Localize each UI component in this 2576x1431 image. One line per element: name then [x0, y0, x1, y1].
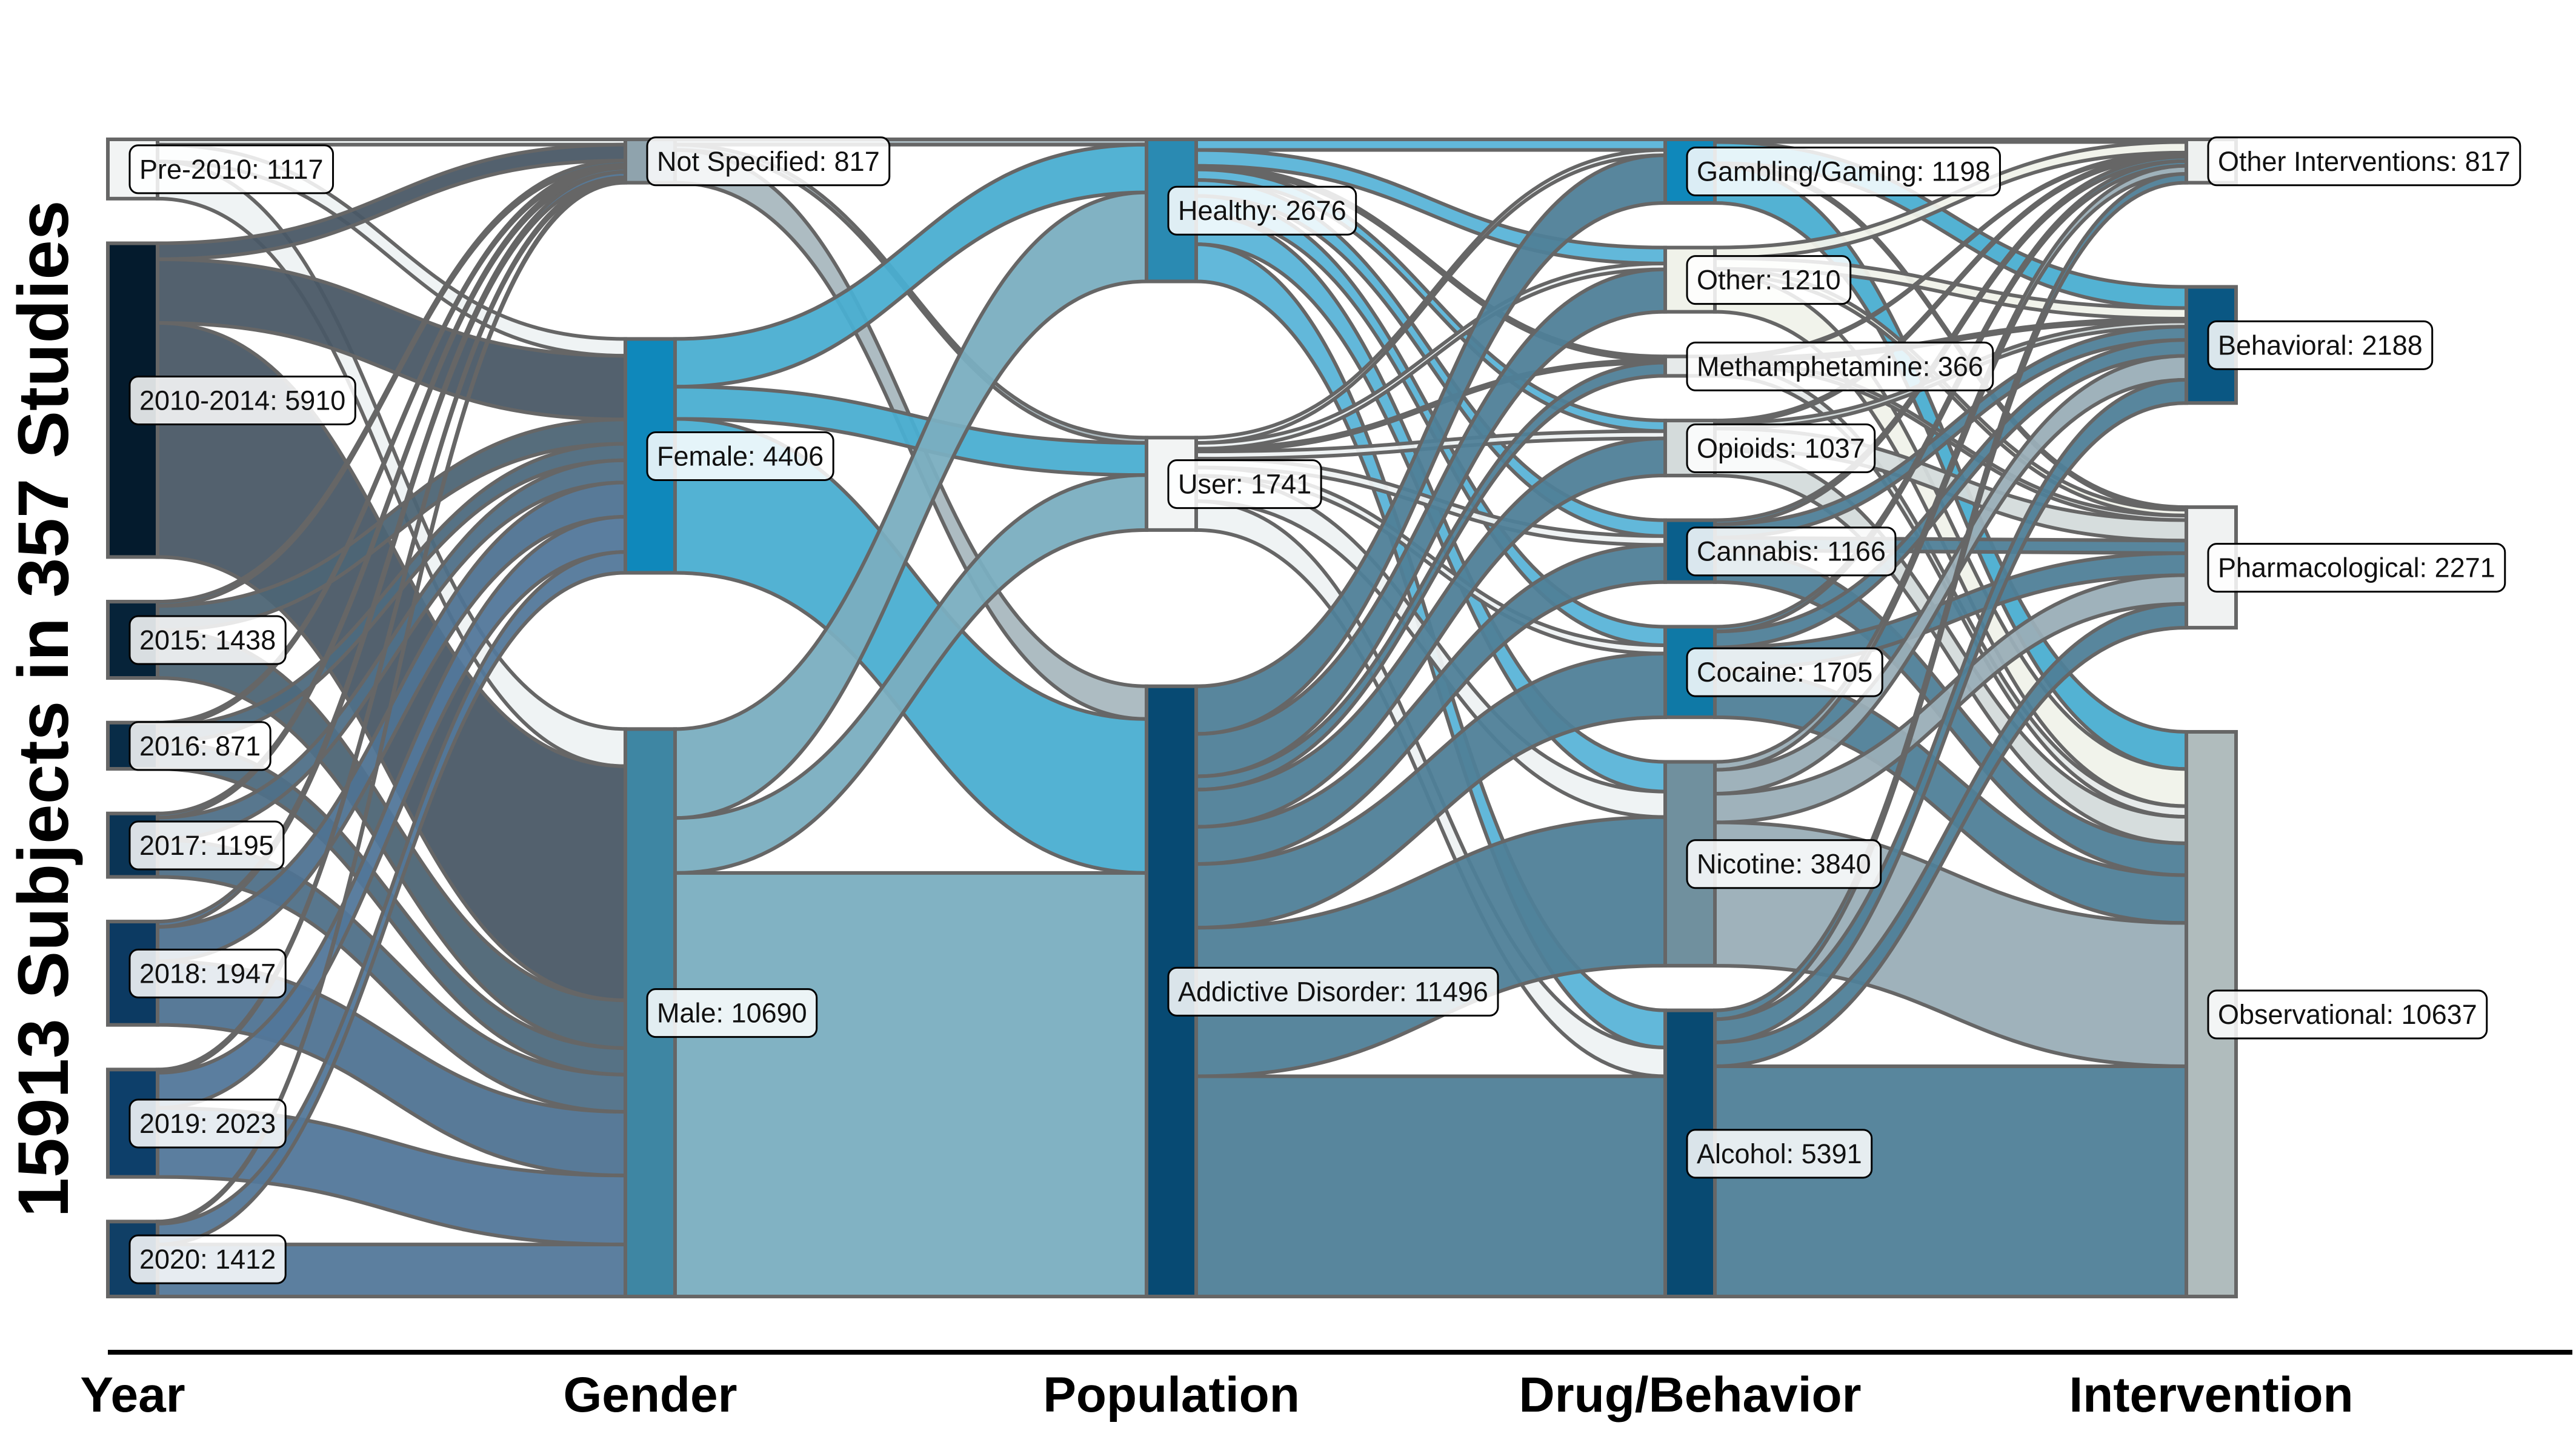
- node-label-box: [646, 136, 891, 187]
- node-label-box: [1686, 647, 1883, 697]
- node-label-male: Male: 10690: [646, 988, 818, 1038]
- node-label-text: Female: 4406: [657, 440, 824, 471]
- node-label-box: [646, 988, 818, 1038]
- node-label-2010-2014: 2010-2014: 5910: [128, 375, 356, 425]
- node-label-observational: Observational: 10637: [2207, 989, 2488, 1040]
- node-label-text: 2017: 1195: [139, 830, 274, 861]
- node-label-text: Healthy: 2676: [1178, 195, 1346, 226]
- node-label-text: Gambling/Gaming: 1198: [1697, 156, 1990, 187]
- node-label-text: Alcohol: 5391: [1697, 1138, 1862, 1169]
- node-label-box: [128, 615, 287, 665]
- node-label-2019: 2019: 2023: [128, 1098, 287, 1149]
- node-label-text: Methamphetamine: 366: [1697, 351, 1983, 382]
- node-label-box: [128, 820, 285, 871]
- node-label-text: Pharmacological: 2271: [2218, 553, 2495, 583]
- node-label-text: Behavioral: 2188: [2218, 330, 2423, 360]
- node-label-box: [1686, 423, 1876, 474]
- axis-label-population: Population: [1043, 1367, 1300, 1423]
- node-label-text: 2010-2014: 5910: [139, 385, 345, 416]
- node-label-text: Observational: 10637: [2218, 999, 2477, 1030]
- axis-label-gender: Gender: [563, 1367, 737, 1423]
- flow-gambling-gaming-to-other-interventions: [1713, 137, 2188, 144]
- node-label-box: [1686, 146, 2001, 196]
- node-label-2020: 2020: 1412: [128, 1234, 287, 1284]
- node-label-addictive-disorder: Addictive Disorder: 11496: [1167, 966, 1499, 1017]
- flow-alcohol-to-observational: [1713, 1064, 2188, 1299]
- node-label-box: [2207, 543, 2506, 593]
- node-label-box: [128, 144, 334, 194]
- flow-pre-2010-to-not-specified: [156, 137, 627, 147]
- node-label-box: [1686, 1129, 1873, 1179]
- node-label-text: Other: 1210: [1697, 265, 1841, 296]
- node-label-text: 2018: 1947: [139, 958, 276, 989]
- node-label-text: Male: 10690: [657, 998, 807, 1029]
- node-label-2017: 2017: 1195: [128, 820, 285, 871]
- node-label-alcohol: Alcohol: 5391: [1686, 1129, 1873, 1179]
- node-label-box: [1686, 839, 1882, 889]
- node-label-text: Not Specified: 817: [657, 146, 880, 177]
- node-label-2015: 2015: 1438: [128, 615, 287, 665]
- node-label-box: [2207, 136, 2521, 187]
- node-label-text: 2016: 871: [139, 731, 261, 762]
- node-label-other-interventions: Other Interventions: 817: [2207, 136, 2521, 187]
- node-label-pharmacological: Pharmacological: 2271: [2207, 543, 2506, 593]
- node-label-cannabis: Cannabis: 1166: [1686, 526, 1897, 577]
- axis-label-intervention: Intervention: [2069, 1367, 2353, 1423]
- axis-label-year: Year: [80, 1367, 185, 1423]
- node-label-cocaine: Cocaine: 1705: [1686, 647, 1883, 697]
- node-label-box: [1686, 255, 1852, 305]
- node-label-box: [128, 1098, 287, 1149]
- node-label-text: Nicotine: 3840: [1697, 849, 1871, 880]
- flow-addictive-disorder-to-alcohol: [1194, 1074, 1667, 1299]
- labels-layer: Pre-2010: 1117 2010-2014: 5910 2015: 1438 2…: [128, 136, 2521, 1284]
- node-label-text: Other Interventions: 817: [2218, 146, 2511, 177]
- node-label-box: [1686, 341, 1994, 391]
- axis-labels: Year Gender Population Drug/Behavior Interve…: [80, 1367, 2353, 1423]
- node-label-2018: 2018: 1947: [128, 948, 287, 998]
- node-label-text: Pre-2010: 1117: [139, 154, 324, 185]
- node-label-box: [646, 431, 834, 481]
- node-label-box: [1167, 459, 1322, 510]
- node-label-box: [2207, 989, 2488, 1040]
- node-label-user: User: 1741: [1167, 459, 1322, 510]
- node-label-box: [128, 1234, 287, 1284]
- node-label-methamphetamine: Methamphetamine: 366: [1686, 341, 1994, 391]
- node-label-gambling-gaming: Gambling/Gaming: 1198: [1686, 146, 2001, 196]
- node-label-opioids: Opioids: 1037: [1686, 423, 1876, 474]
- node-label-box: [128, 948, 287, 998]
- flow-healthy-to-gambling-gaming: [1194, 137, 1667, 152]
- node-label-text: 2019: 2023: [139, 1108, 276, 1139]
- node-label-text: Addictive Disorder: 11496: [1178, 976, 1488, 1007]
- node-label-box: [128, 721, 271, 771]
- node-label-text: 2020: 1412: [139, 1244, 276, 1275]
- node-label-not-specified: Not Specified: 817: [646, 136, 891, 187]
- node-label-text: 2015: 1438: [139, 625, 276, 656]
- node-label-box: [1167, 966, 1499, 1017]
- axis-label-drug-behavior: Drug/Behavior: [1519, 1367, 1862, 1423]
- node-label-2016: 2016: 871: [128, 721, 271, 771]
- y-axis-title: 15913 Subjects in 357 Studies: [4, 200, 84, 1217]
- node-label-other: Other: 1210: [1686, 255, 1852, 305]
- node-label-text: Cocaine: 1705: [1697, 657, 1872, 688]
- node-label-pre-2010: Pre-2010: 1117: [128, 144, 334, 194]
- node-label-female: Female: 4406: [646, 431, 834, 481]
- node-label-nicotine: Nicotine: 3840: [1686, 839, 1882, 889]
- node-label-text: Cannabis: 1166: [1697, 536, 1886, 567]
- node-label-text: Opioids: 1037: [1697, 433, 1865, 464]
- node-label-box: [2207, 320, 2434, 370]
- node-label-behavioral: Behavioral: 2188: [2207, 320, 2434, 370]
- node-label-box: [128, 375, 356, 425]
- node-label-box: [1167, 185, 1357, 236]
- flow-male-to-addictive-disorder: [673, 871, 1148, 1299]
- node-label-healthy: Healthy: 2676: [1167, 185, 1357, 236]
- node-label-text: User: 1741: [1178, 469, 1311, 500]
- node-label-box: [1686, 526, 1897, 577]
